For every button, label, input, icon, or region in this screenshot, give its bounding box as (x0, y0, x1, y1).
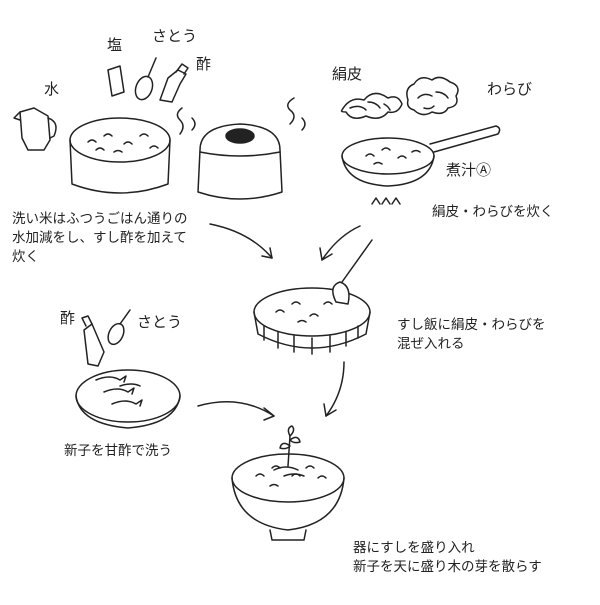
sushi-tub-icon (253, 239, 373, 355)
step-mix: すし飯に絹皮・わらびを 混ぜ入れる (397, 317, 546, 352)
frying-pan-icon (341, 125, 501, 205)
label-warabi: わらび (487, 80, 533, 98)
rice-cooker-icon (176, 97, 306, 200)
kinukawa-icon (340, 92, 403, 119)
serving-bowl-icon (231, 425, 345, 541)
sugar-spoon-icon (134, 57, 157, 101)
arrow-mix-to-serve (323, 361, 345, 417)
warabi-icon (406, 76, 459, 116)
label-sugar-top: さとう (152, 27, 198, 45)
label-vinegar-top: 酢 (196, 55, 212, 73)
label-salt: 塩 (107, 36, 123, 54)
label-water: 水 (44, 80, 60, 98)
step-wash: 新子を甘酢で洗う (64, 443, 172, 459)
rice-pot-icon (69, 117, 171, 194)
label-vinegar-left: 酢 (60, 309, 76, 327)
salt-shaker-icon (107, 65, 125, 97)
arrow-pan-to-mix (319, 225, 361, 261)
arrow-fish-to-serve (197, 401, 275, 421)
vinegar-bottle-icon (159, 63, 189, 103)
step-serve: 器にすしを盛り入れ 新子を天に盛り木の芽を散らす (353, 540, 542, 575)
label-kinukawa: 絹皮 (332, 65, 363, 83)
step-simmer: 絹皮・わらびを炊く (432, 204, 554, 220)
shinko-bowl-icon (75, 369, 181, 429)
arrow-rice-to-mix (209, 223, 273, 259)
label-broth: 煮汁Ⓐ (446, 161, 492, 179)
sugar-spoon-left-icon (107, 309, 131, 346)
vinegar-bottle-left-icon (81, 315, 105, 367)
step-rice: 洗い米はふつうごはん通りの 水加減をし、すし酢を加えて 炊く (12, 211, 188, 265)
label-sugar-left: さとう (137, 313, 183, 331)
water-pitcher-icon (13, 107, 57, 151)
